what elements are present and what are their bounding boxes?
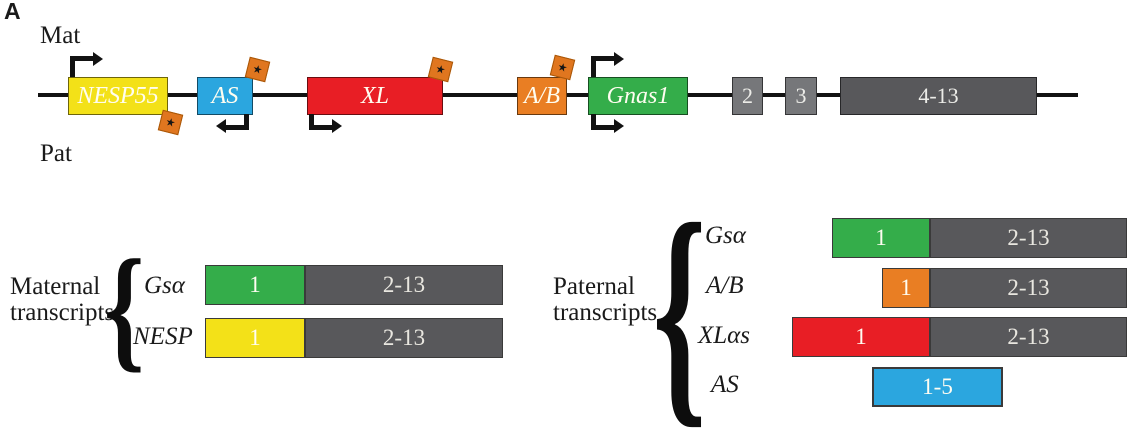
paternal-as-exons-1-5-box: 1-5 (872, 367, 1003, 407)
paternal-row-xlas-label: XLαs (698, 322, 751, 349)
paternal-ab-exon1-box: 1 (882, 268, 930, 308)
paternal-gsa-exons-2-13-box: 2-13 (930, 218, 1127, 258)
maternal-nesp-exons-2-13-box: 2-13 (305, 318, 503, 358)
arrow-shaft (309, 114, 332, 130)
star-icon: ★ (556, 59, 569, 76)
paternal-xlas-exons-2-13-box: 2-13 (930, 317, 1127, 357)
exon-box-2: 2 (732, 77, 763, 115)
arrow-head-right-icon (614, 51, 624, 66)
arrow-head-right-icon (614, 118, 624, 133)
paternal-row-ab-label: A/B (706, 272, 744, 299)
arrow-shaft (591, 56, 614, 77)
exon-box-4-13: 4-13 (840, 77, 1037, 115)
paternal-row-gsa-label: Gsα (705, 222, 746, 249)
maternal-transcripts-title: Maternal transcripts (10, 274, 114, 326)
star-icon: ★ (434, 61, 447, 78)
paternal-title-line1: Paternal (553, 273, 635, 300)
star-icon: ★ (251, 61, 264, 78)
arrow-shaft (226, 114, 249, 130)
maternal-row-gsa-label: Gsα (144, 272, 185, 299)
exon-box-3: 3 (785, 77, 817, 115)
arrow-head-left-icon (216, 118, 226, 133)
maternal-title-line2: transcripts (10, 299, 115, 326)
star-icon: ★ (164, 114, 177, 131)
panel-letter: A (4, 0, 21, 24)
gene-box-ab: A/B (517, 77, 567, 115)
arrow-head-right-icon (332, 118, 342, 133)
arrow-shaft (591, 114, 614, 130)
arrow-shaft (70, 56, 93, 77)
maternal-allele-label: Mat (40, 22, 81, 49)
maternal-nesp-exon1-box: 1 (205, 318, 305, 358)
gene-box-nesp55: NESP55 (68, 77, 168, 115)
maternal-gsa-exons-2-13-box: 2-13 (305, 265, 503, 305)
paternal-gsa-exon1-box: 1 (832, 218, 930, 258)
paternal-brace: { (652, 173, 707, 446)
paternal-transcripts-title: Paternal transcripts (553, 274, 657, 326)
maternal-gsa-exon1-box: 1 (205, 265, 305, 305)
arrow-head-right-icon (93, 51, 103, 66)
paternal-row-as-label: AS (711, 371, 739, 398)
gene-box-gnas1: Gnas1 (588, 77, 688, 115)
gene-box-xl: XL (307, 77, 443, 115)
maternal-row-nesp-label: NESP (133, 323, 193, 350)
maternal-title-line1: Maternal (10, 273, 101, 300)
paternal-ab-exons-2-13-box: 2-13 (930, 268, 1127, 308)
methylation-mark-icon: ★ (157, 109, 184, 136)
gene-box-as: AS (197, 77, 253, 115)
paternal-allele-label: Pat (40, 140, 72, 167)
paternal-xlas-exon1-box: 1 (792, 317, 930, 357)
paternal-title-line2: transcripts (553, 299, 658, 326)
maternal-brace: { (103, 231, 145, 384)
